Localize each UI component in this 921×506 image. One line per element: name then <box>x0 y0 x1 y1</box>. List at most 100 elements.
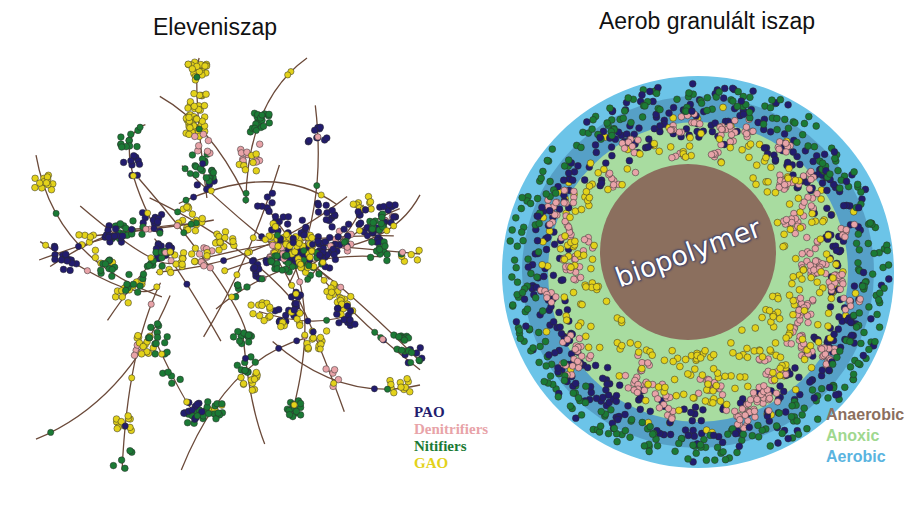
cell <box>119 294 126 301</box>
cell <box>234 272 240 278</box>
filament <box>181 338 306 470</box>
cell <box>796 374 803 381</box>
cell <box>166 242 173 249</box>
cell <box>253 151 260 158</box>
cell <box>305 276 311 282</box>
cell <box>752 325 759 332</box>
cell <box>125 413 132 420</box>
cell <box>700 406 707 413</box>
cell <box>417 358 423 364</box>
cell <box>743 124 750 131</box>
cell <box>134 143 141 150</box>
cell <box>109 266 116 273</box>
cell <box>710 351 717 358</box>
cell <box>757 347 764 354</box>
cell <box>192 245 199 252</box>
cell <box>836 314 843 321</box>
cell <box>236 338 243 345</box>
cell <box>761 383 768 390</box>
cell <box>268 258 275 265</box>
cell <box>205 410 212 417</box>
filament <box>216 256 379 309</box>
cell <box>366 200 373 207</box>
cell <box>204 148 211 155</box>
cell <box>842 234 849 241</box>
cell <box>242 167 249 174</box>
cell <box>290 240 296 246</box>
cell <box>857 296 864 303</box>
cell <box>824 205 831 212</box>
cell <box>805 319 812 326</box>
cell <box>140 343 147 350</box>
filament <box>305 209 400 283</box>
cell <box>776 146 783 153</box>
cell <box>279 267 285 273</box>
cell <box>764 189 771 196</box>
cell <box>792 386 799 393</box>
cell <box>384 251 391 258</box>
cell <box>285 214 292 221</box>
cell <box>290 401 297 408</box>
cell <box>598 180 605 187</box>
cell <box>293 291 299 297</box>
cell <box>579 301 586 308</box>
cell <box>380 336 386 342</box>
cell <box>801 356 808 363</box>
cell <box>341 239 347 245</box>
filament <box>36 155 162 297</box>
cell <box>167 269 174 276</box>
cell <box>817 345 824 352</box>
cell <box>370 219 377 226</box>
cell <box>753 181 760 188</box>
cell <box>188 251 195 258</box>
cell <box>776 139 783 146</box>
cell <box>229 294 235 300</box>
cell <box>371 386 377 392</box>
cell <box>642 397 649 404</box>
cell <box>118 144 125 151</box>
cell <box>219 401 226 408</box>
cell <box>814 279 821 286</box>
cell <box>135 332 142 339</box>
cell <box>581 177 588 184</box>
cell <box>572 208 579 215</box>
cell <box>261 317 268 324</box>
cell <box>384 257 391 264</box>
cell <box>128 158 135 165</box>
cell <box>250 235 256 241</box>
cell <box>196 126 202 132</box>
cell <box>243 190 249 196</box>
cell <box>570 289 577 296</box>
cell <box>567 214 574 221</box>
cell <box>159 351 165 357</box>
cell <box>585 344 592 351</box>
cell <box>256 141 263 148</box>
cell <box>245 339 252 346</box>
cell <box>167 249 173 255</box>
cell <box>189 407 195 413</box>
cell <box>543 328 550 335</box>
filament <box>182 166 299 265</box>
cell <box>283 252 290 259</box>
cell <box>562 187 569 194</box>
cell <box>587 352 594 359</box>
cell <box>323 328 330 335</box>
cell <box>691 395 698 402</box>
cell <box>626 157 633 164</box>
filament <box>273 342 420 390</box>
cell <box>298 261 304 267</box>
cell <box>737 416 744 423</box>
cell <box>126 271 133 278</box>
cell <box>134 289 141 296</box>
cell <box>553 199 560 206</box>
cell <box>800 266 807 273</box>
cell <box>841 295 848 302</box>
cell <box>124 281 131 288</box>
cell <box>621 145 628 152</box>
cell <box>356 228 362 234</box>
cell <box>191 194 197 200</box>
filament <box>139 179 247 334</box>
cell <box>839 271 846 278</box>
cell <box>310 335 317 342</box>
cell <box>249 387 256 394</box>
